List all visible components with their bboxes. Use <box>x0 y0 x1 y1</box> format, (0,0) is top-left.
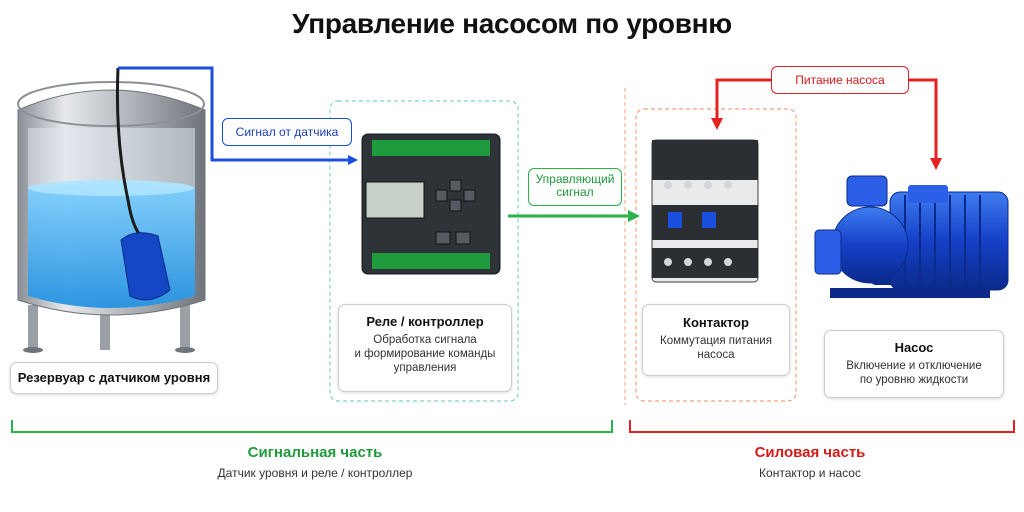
water-tank-icon <box>17 81 206 353</box>
float-switch-icon <box>115 67 171 301</box>
relay-group-frame <box>329 100 519 402</box>
sensor-signal-label: Сигнал от датчика <box>222 118 352 146</box>
sensor-signal-arrow <box>118 66 358 165</box>
signal-section-title: Сигнальная часть <box>247 444 383 461</box>
signal-bracket <box>11 420 613 433</box>
relay-card-desc-3: управления <box>393 362 457 374</box>
contactor-icon <box>651 139 759 283</box>
relay-card-title: Реле / контроллер <box>366 314 484 329</box>
pump-power-label: Питание насоса <box>771 66 909 94</box>
pump-icon <box>814 175 1009 298</box>
power-section-title: Силовая часть <box>754 444 866 461</box>
power-bracket <box>629 420 1015 433</box>
contactor-card-desc-1: Коммутация питания <box>660 335 772 347</box>
contactor-card: Контактор Коммутация питания насоса <box>642 304 790 376</box>
relay-card: Реле / контроллер Обработка сигнала и фо… <box>338 304 512 392</box>
pump-power-arrow-left <box>711 78 774 130</box>
relay-card-desc-1: Обработка сигнала <box>373 334 477 346</box>
control-signal-label: Управляющий сигнал <box>528 168 622 206</box>
tank-card-title: Резервуар с датчиком уровня <box>17 370 211 385</box>
pump-card-title: Насос <box>894 340 934 355</box>
contactor-card-title: Контактор <box>683 315 749 330</box>
power-section-subtitle: Контактор и насос <box>759 466 861 480</box>
tank-card: Резервуар с датчиком уровня <box>10 362 218 394</box>
relay-controller-icon <box>361 133 501 275</box>
page-title: Управление насосом по уровню <box>292 8 732 39</box>
contactor-card-desc-2: насоса <box>697 349 735 361</box>
pump-power-arrow-right <box>908 78 942 170</box>
pump-card-desc-2: по уровню жидкости <box>859 374 969 386</box>
pump-card: Насос Включение и отключение по уровню ж… <box>824 330 1004 398</box>
signal-section-subtitle: Датчик уровня и реле / контроллер <box>217 466 413 480</box>
pump-card-desc-1: Включение и отключение <box>846 360 982 372</box>
relay-card-desc-2: и формирование команды <box>354 348 496 360</box>
